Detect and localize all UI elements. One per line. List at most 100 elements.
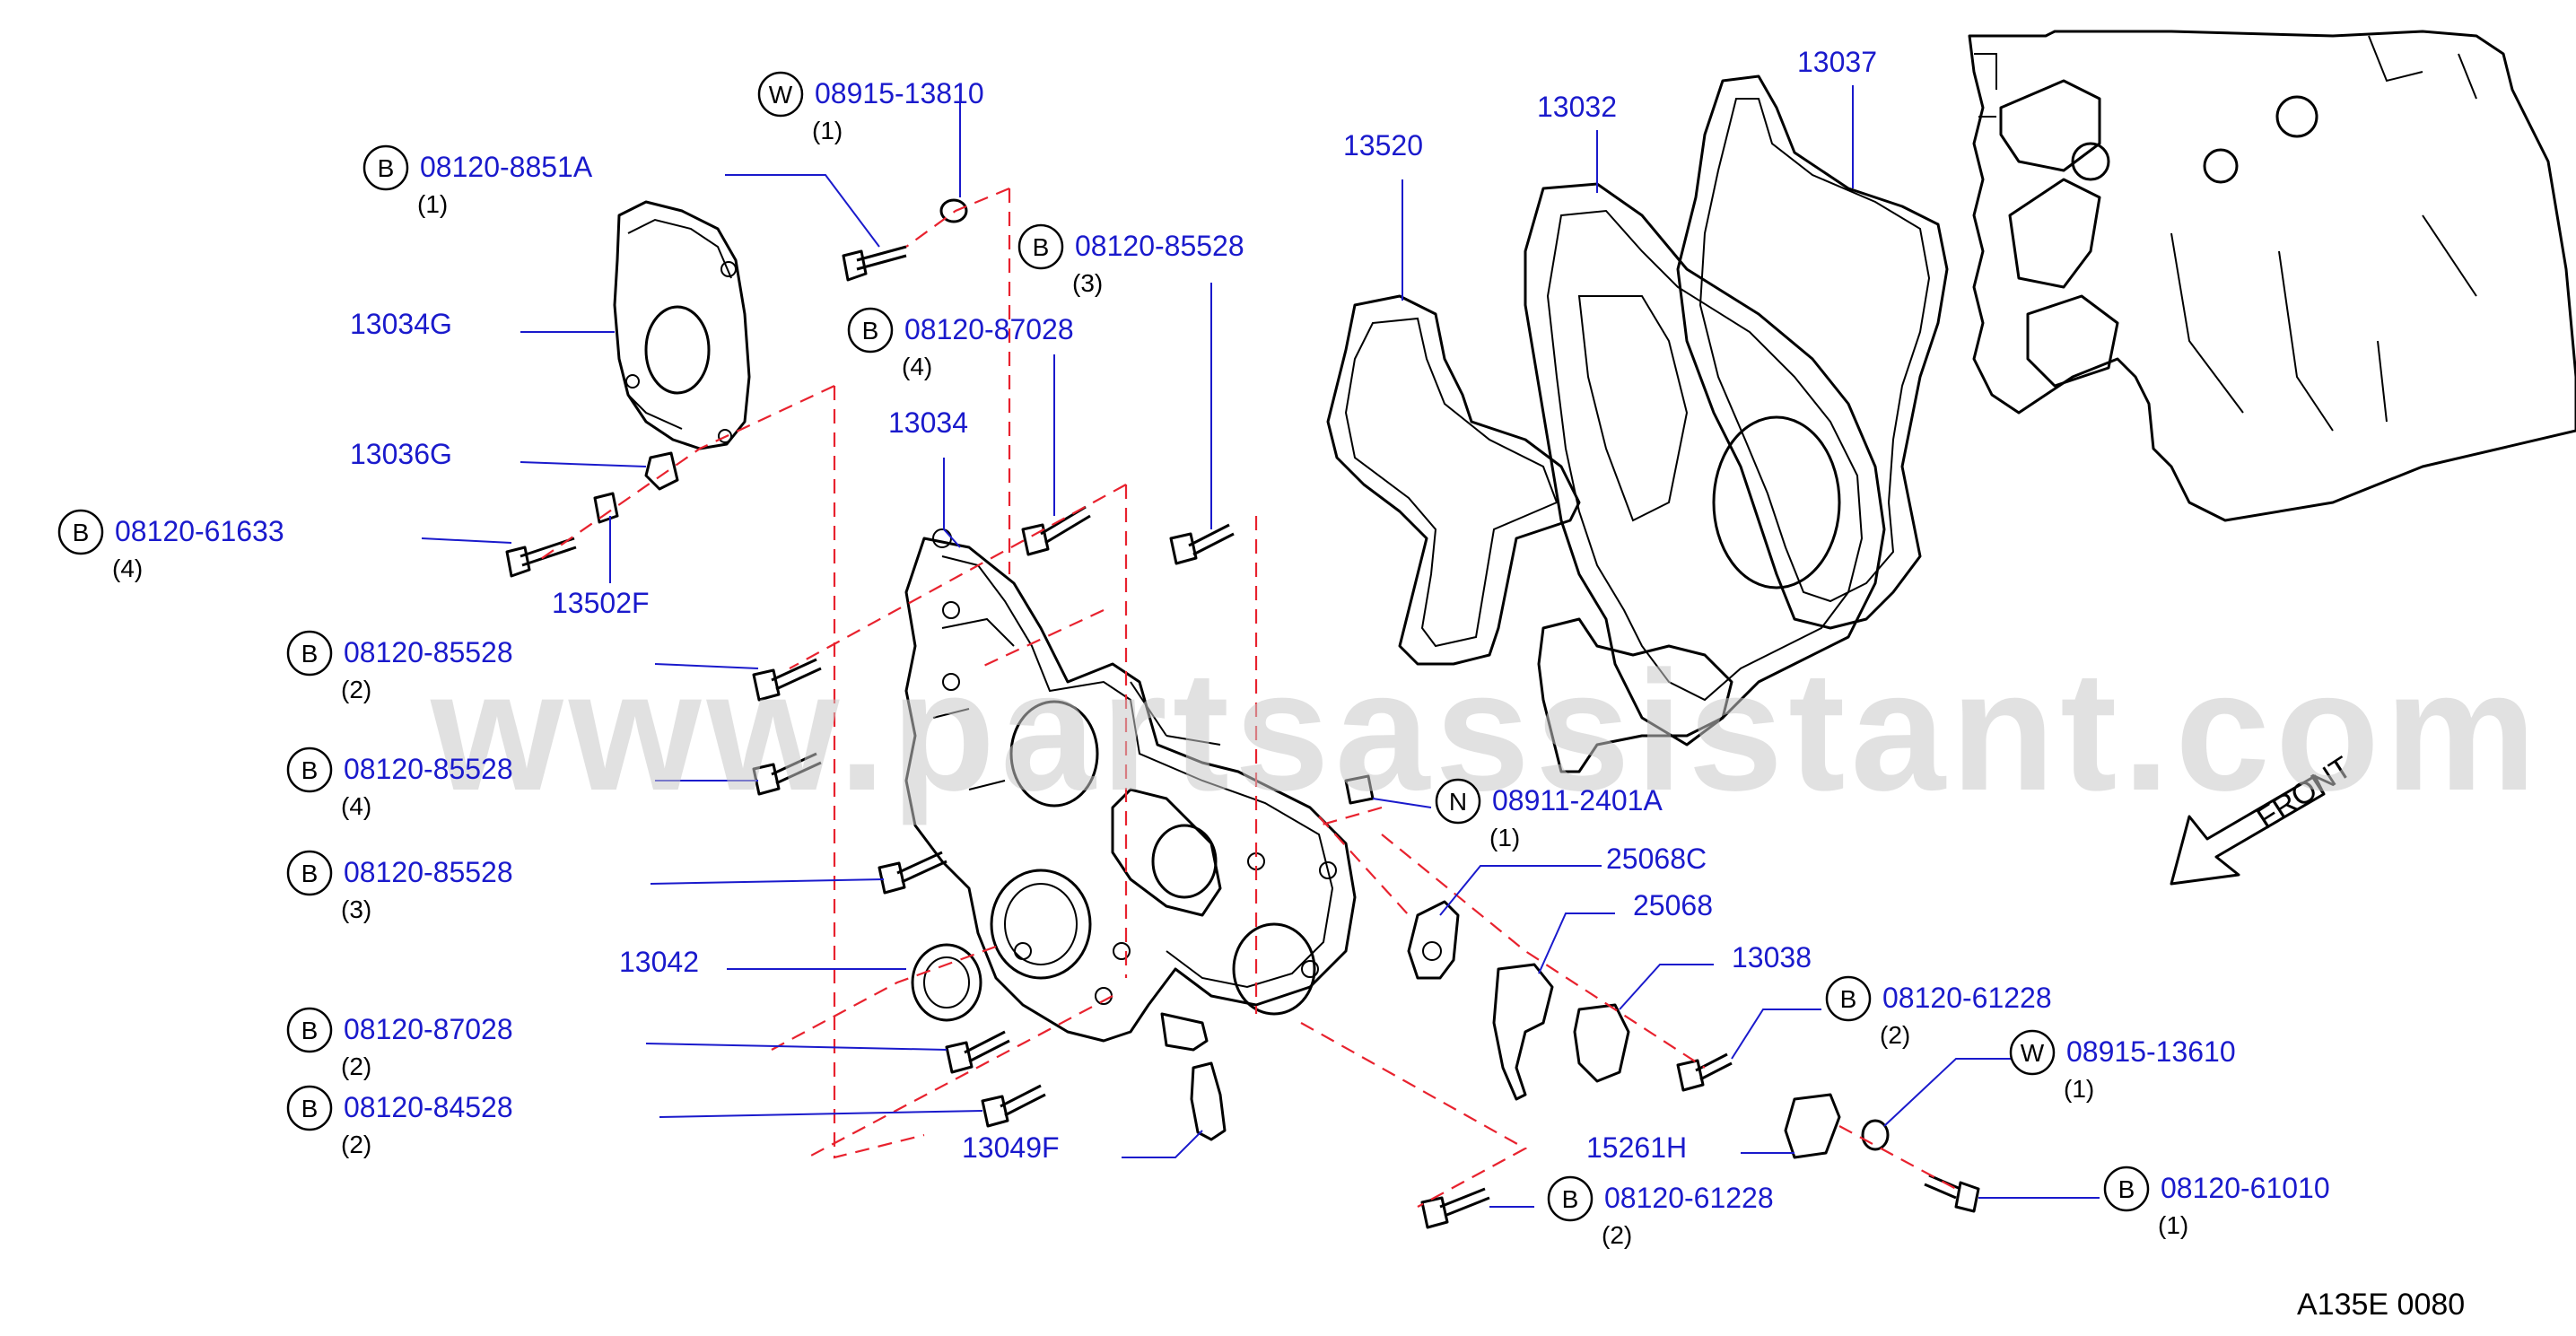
callout-part-number: 15261H [1586,1131,1687,1164]
callout-part-number: 08120-61228 [1604,1182,1774,1214]
callout-badge-circle [362,144,409,191]
cover-13038-shape [1573,1003,1630,1083]
bolt-08120-85528-2-shape [752,658,822,702]
callout-part-number: 13042 [619,946,699,978]
callout-badge-letter: B [1562,1185,1579,1213]
callout-quantity: (3) [341,895,371,923]
callout-badge-circle [286,747,333,793]
oil-seal-13042-illustration [911,943,982,1022]
callout-part-number: 13502F [552,587,650,619]
callout-badge-circle [286,1085,333,1131]
callout-badge-letter: B [301,1095,319,1122]
callout-badge-letter: B [1840,985,1857,1013]
callout-badge-letter: N [1449,788,1467,816]
callout-badge-circle [286,850,333,896]
callout-part-number: 08915-13610 [2066,1035,2236,1068]
callout-13037: 13037 [1797,46,1877,78]
callout-part-number: 08120-87028 [344,1013,513,1045]
callout-badge-letter: B [301,756,319,784]
gasket-13520-illustration [1326,294,1581,666]
callout-quantity: (2) [341,1052,371,1080]
callout-part-number: 08120-87028 [904,313,1074,345]
callout-part-number: 13034G [350,308,452,340]
bolt-08120-61010-shape [1924,1174,1980,1213]
watermark: www.partsassistant.com [430,636,2542,826]
callout-25068c: 25068C [1606,843,1707,875]
callout-part-number: 13520 [1343,129,1423,162]
small-parts-illustration [593,198,1890,1159]
callout-part-number: 08120-85528 [1075,230,1244,262]
bracket-15261h-shape [1784,1093,1841,1159]
callout-13034g: 13034G [350,308,452,340]
callout-part-number: 08120-8851A [420,151,593,183]
front-arrow-icon [2170,774,2326,886]
callout-part-number: 13034 [888,406,968,439]
callout-badge-circle [1435,778,1481,825]
callout-quantity: (1) [2158,1211,2188,1239]
bolt-08120-61633-shape [505,537,577,578]
callout-quantity: (2) [1880,1021,1910,1049]
callout-13034: 13034 [888,406,968,439]
callout-badge-circle [286,630,333,677]
callout-13036g: 13036G [350,438,452,470]
washer-08915-13610-shape [1861,1119,1890,1151]
assembly-dashed-lines [537,187,1957,1208]
callout-13520: 13520 [1343,129,1423,162]
callout-badge-letter: B [301,640,319,668]
gasket-25068c-shape [1407,900,1460,980]
gasket-13032-illustration [1524,182,1886,747]
washer-08915-13810-shape [939,198,968,223]
bolt-08120-85528-3b-shape [878,851,947,895]
callout-badge-circle [57,509,104,555]
callout-part-number: 08120-61010 [2161,1172,2330,1204]
callout-13502f: 13502F [552,587,650,619]
callout-badge-circle [757,71,804,118]
gasket-lower-illustration [1537,617,1733,773]
bolt-08120-61228-b-shape [1420,1187,1490,1229]
bolt-08120-84528-shape [981,1084,1046,1128]
dowel-13036g-shape [644,451,679,491]
callout-part-number: 25068C [1606,843,1707,875]
callout-13032: 13032 [1537,91,1617,123]
bolt-08120-85528-3a-shape [1169,523,1235,565]
callout-quantity: (3) [1072,269,1103,297]
gasket-13037-illustration [1676,74,1949,630]
callout-08120-61228: B 08120-61228 (2) [1825,975,2052,1049]
callout-badge-circle [2103,1166,2150,1212]
bolt-08120-85528-4-shape [752,752,822,796]
bolt-08120-61228-a-shape [1676,1052,1733,1092]
callout-part-number: 13037 [1797,46,1877,78]
cover-13034g-illustration [613,200,751,450]
bolt-08120-87028-4-shape [1021,505,1091,556]
callout-badge-letter: B [301,860,319,887]
callout-quantity: (1) [812,117,843,144]
callout-part-number: 08120-85528 [344,856,513,888]
callout-badge-circle [2009,1029,2056,1076]
callout-08120-8851a: B 08120-8851A (1) [362,144,593,218]
callout-13042: 13042 [619,946,699,978]
callout-badge-letter: W [2021,1039,2045,1067]
callout-part-number: 08120-61228 [1882,982,2052,1014]
sensor-13049f-illustration [1190,1061,1227,1141]
callout-quantity: (1) [417,190,448,218]
callout-part-number: 08911-2401A [1492,784,1663,816]
callout-quantity: (4) [112,554,143,582]
sensor-25068-shape [1492,963,1554,1101]
callout-quantity: (1) [1489,824,1520,851]
callout-part-number: 13038 [1732,941,1812,974]
callout-part-number: 08120-85528 [344,636,513,668]
callout-badge-letter: B [862,317,879,345]
callout-part-number: 08120-85528 [344,753,513,785]
callout-08120-85528: B 08120-85528 (3) [286,850,513,923]
callout-15261h: 15261H [1586,1131,1687,1164]
callout-badge-letter: B [378,154,395,182]
callout-08911-2401a: N 08911-2401A (1) [1435,778,1663,851]
